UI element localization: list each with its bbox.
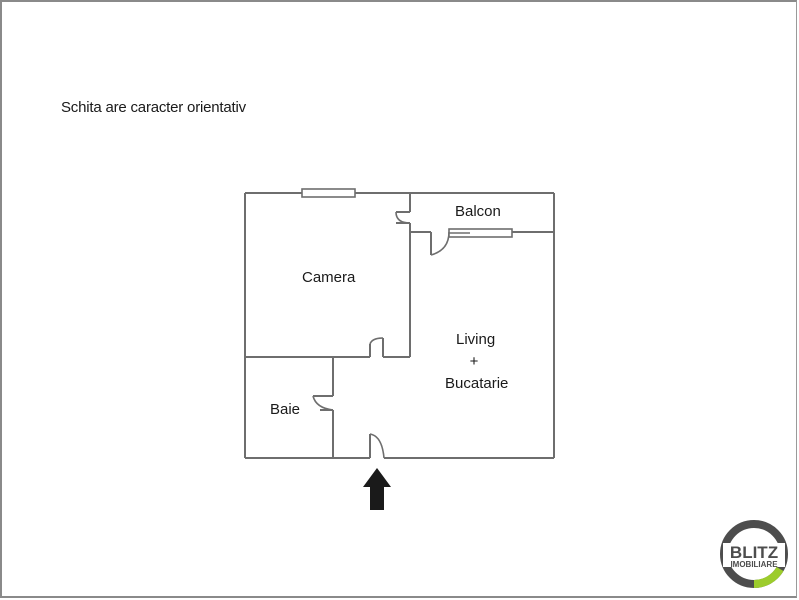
door-swing-balcony — [430, 231, 450, 256]
label-baie: Baie — [270, 401, 300, 418]
logo-brand: BLITZ — [730, 543, 778, 562]
door-swing-baie — [312, 395, 334, 411]
walls — [244, 192, 555, 459]
windows — [301, 188, 513, 238]
label-camera: Camera — [302, 269, 356, 286]
window-camera — [301, 188, 356, 198]
label-plus: + — [470, 353, 479, 370]
label-living: Living — [456, 331, 495, 348]
door-swing-hall — [395, 211, 411, 224]
blitz-imobiliare-logo: BLITZ IMOBILIARE — [719, 519, 789, 589]
label-bucatarie: Bucatarie — [445, 375, 508, 392]
label-balcon: Balcon — [455, 203, 501, 220]
door-swing-entrance — [369, 433, 385, 459]
room-labels: Camera Balcon Living + Bucatarie Baie — [270, 203, 508, 418]
logo-subtitle: IMOBILIARE — [730, 560, 778, 569]
door-swing-camera — [369, 337, 384, 345]
disclaimer-note: Schita are caracter orientativ — [61, 99, 246, 116]
logo-accent — [753, 566, 784, 589]
arrow-up-icon — [363, 468, 391, 510]
